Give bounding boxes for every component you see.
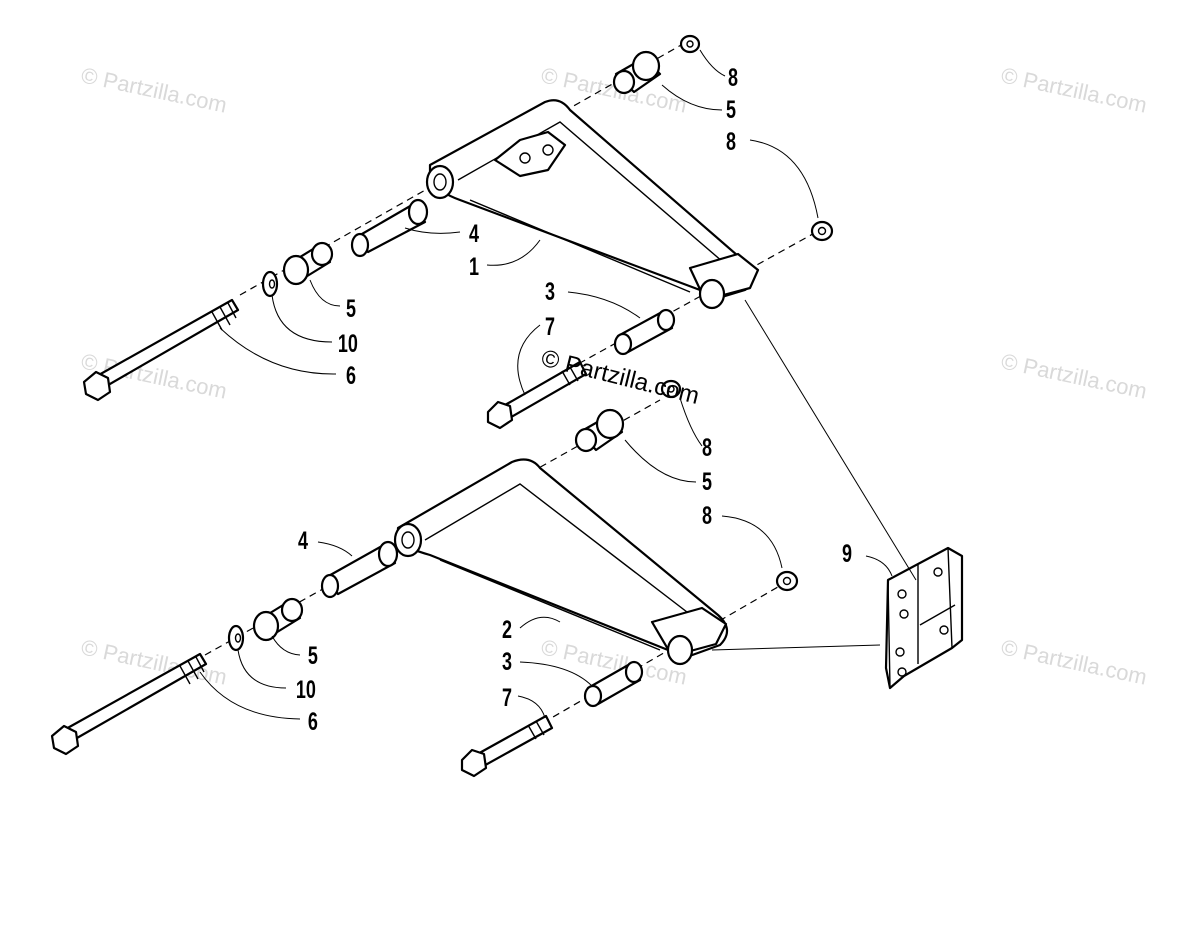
lower-hardware	[50, 379, 799, 778]
leader-6-lower	[199, 671, 301, 720]
watermark-mid-right: © Partzilla.com	[999, 348, 1149, 403]
upper-a-arm-shock-hole-2	[542, 144, 554, 156]
watermark-bottom-right: © Partzilla.com	[999, 634, 1149, 689]
lower-a-arm	[393, 458, 729, 666]
callout-3-lower: 3	[502, 647, 512, 676]
callout-4-lower: 4	[298, 526, 308, 555]
lower-bushing-left	[252, 597, 304, 642]
leader-10-upper	[271, 294, 333, 343]
leader-8-top	[699, 49, 726, 77]
callout-10-lower: 10	[296, 675, 316, 704]
callout-5-top: 5	[726, 95, 736, 124]
upper-nut-right	[810, 220, 834, 242]
leader-6-upper	[219, 327, 337, 375]
upper-a-arm-rear-bore-hole	[433, 173, 447, 191]
upper-bushing-left	[282, 241, 334, 286]
upper-nut-top	[679, 34, 701, 54]
callout-labels: 8 5 8 4 1 3 7 5 10 6 8 5 8 4 9 2 3 7 5 1…	[296, 63, 852, 736]
lower-front-sleeve	[583, 660, 644, 708]
lower-sleeve	[320, 540, 399, 599]
callout-4-upper: 4	[469, 219, 479, 248]
lower-a-arm-front-bore	[666, 634, 694, 666]
lower-a-arm-rear-bore	[393, 522, 423, 558]
leader-5-left-upper	[309, 279, 341, 307]
lower-nut-right	[775, 570, 799, 592]
lower-short-bolt	[460, 714, 554, 778]
upper-a-arm-front-bore	[698, 278, 726, 310]
leader-4-lower	[317, 541, 353, 557]
frame-bracket	[711, 299, 964, 690]
callout-7-upper: 7	[545, 312, 555, 341]
leader-3-lower	[519, 661, 593, 687]
leader-8-lower-top	[679, 397, 703, 447]
upper-a-arm-shock-hole-1	[519, 152, 531, 164]
upper-hardware	[82, 34, 834, 430]
bracket-edges	[887, 547, 953, 689]
leader-7-upper	[517, 324, 541, 396]
lower-nut-top	[660, 379, 682, 399]
upper-front-sleeve	[613, 308, 676, 356]
lower-a-arm-inner-edge	[424, 483, 701, 623]
upper-sleeve	[350, 198, 429, 258]
callout-6-upper: 6	[346, 361, 356, 390]
callout-6-lower: 6	[308, 707, 318, 736]
watermark-top-right: © Partzilla.com	[999, 62, 1149, 117]
callout-5-lower-top: 5	[702, 467, 712, 496]
upper-a-arm-inner-edge	[457, 121, 731, 269]
bracket-hole-1	[897, 589, 907, 599]
leader-lines	[199, 49, 893, 720]
bracket-hole-2	[899, 609, 909, 619]
upper-short-bolt	[486, 360, 588, 430]
upper-a-arm-shock-mount	[493, 130, 567, 178]
leader-2	[519, 616, 561, 629]
leader-4-upper	[404, 227, 461, 234]
callout-8-lower-right: 8	[702, 501, 712, 530]
bracket-hole-5	[933, 567, 943, 577]
callout-5-left-upper: 5	[346, 294, 356, 323]
leader-5-left-lower	[271, 635, 301, 656]
leader-5-lower-top	[624, 439, 697, 483]
callout-8-top: 8	[728, 63, 738, 92]
callout-9: 9	[842, 539, 852, 568]
callout-5-left-lower: 5	[308, 641, 318, 670]
leader-10-lower	[237, 649, 287, 689]
leader-9	[865, 555, 893, 577]
leader-5-top	[661, 84, 723, 111]
bracket-hole-3	[895, 647, 905, 657]
watermark-top-left: © Partzilla.com	[79, 62, 229, 117]
lower-bushing-top	[574, 408, 625, 453]
leader-3-upper	[567, 291, 641, 319]
bracket-link-line-lower	[711, 644, 881, 651]
lower-washer	[227, 624, 245, 652]
upper-a-arm-rear-bore	[425, 164, 455, 200]
bracket-hole-4	[897, 667, 907, 677]
upper-washer	[261, 270, 279, 298]
upper-a-arm	[425, 99, 760, 310]
callout-10-upper: 10	[338, 329, 358, 358]
bracket-hole-6	[939, 625, 949, 635]
callout-7-lower: 7	[502, 683, 512, 712]
lower-a-arm-lower-tube	[439, 559, 661, 651]
leader-1	[486, 239, 541, 266]
callout-3-upper: 3	[545, 277, 555, 306]
leader-7-lower	[517, 695, 546, 719]
upper-a-arm-lower-tube	[469, 199, 691, 293]
lower-long-bolt	[50, 652, 208, 756]
bracket-cross-web	[919, 604, 956, 626]
leader-8-right	[749, 139, 819, 219]
callout-8-right: 8	[726, 127, 736, 156]
bracket-link-line-upper	[744, 299, 917, 581]
callout-1: 1	[469, 252, 479, 281]
callout-2: 2	[502, 615, 512, 644]
lower-a-arm-rear-bore-hole	[401, 531, 415, 549]
upper-long-bolt	[82, 298, 240, 402]
callout-8-lower-top: 8	[702, 433, 712, 462]
upper-bushing-top	[612, 50, 662, 95]
leader-8-lower-right	[721, 515, 783, 569]
